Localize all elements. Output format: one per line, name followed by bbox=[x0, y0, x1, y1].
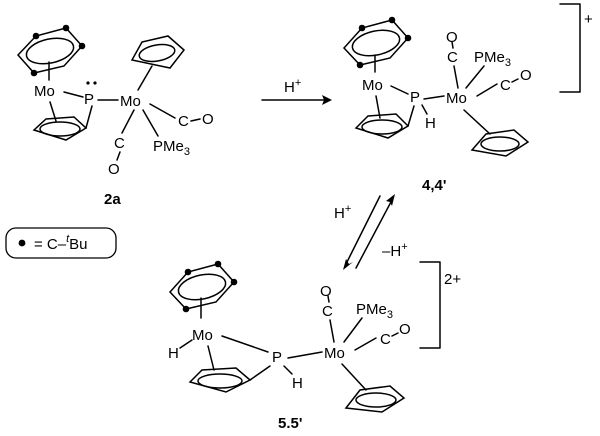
compound-label-2a: 2a bbox=[104, 191, 121, 208]
charge-label-44: + bbox=[584, 11, 593, 28]
cp-ring-44-bottom bbox=[470, 129, 530, 157]
pme3-label: PMe3 bbox=[356, 301, 393, 321]
charge-bracket bbox=[419, 261, 441, 349]
tbu-dot bbox=[62, 24, 70, 32]
tbu-dot bbox=[30, 69, 38, 77]
carbonyl-c: C bbox=[500, 77, 511, 94]
legend-box: = C–tBu bbox=[5, 227, 117, 259]
compound-44-structure: Mo P H Mo C O PMe3 C O + bbox=[342, 3, 593, 157]
arene-inner-ring-55 bbox=[177, 273, 227, 301]
mo-atom: Mo bbox=[192, 327, 213, 344]
tbu-dot bbox=[184, 268, 192, 276]
p-atom: P bbox=[272, 349, 282, 366]
tbu-dot bbox=[356, 61, 364, 69]
cp-inner-ring-44 bbox=[361, 119, 403, 135]
mo-atom: Mo bbox=[34, 83, 55, 100]
protonation-arrow: H+ bbox=[261, 77, 332, 105]
carbonyl-o: O bbox=[202, 111, 214, 128]
charge-bracket bbox=[559, 3, 581, 93]
cp-inner-ring-44-bottom bbox=[480, 136, 520, 152]
legend-dot bbox=[18, 239, 26, 247]
mo-atom: Mo bbox=[120, 93, 141, 110]
lone-pair-dot bbox=[86, 81, 90, 85]
legend-frame bbox=[5, 227, 117, 259]
compound-label-44: 4,4' bbox=[422, 177, 446, 194]
carbonyl-c: C bbox=[447, 49, 458, 66]
tbu-dot bbox=[358, 24, 366, 32]
cp-ring-44 bbox=[354, 113, 410, 139]
carbonyl-o: O bbox=[320, 283, 332, 300]
compound-label-55: 5.5' bbox=[278, 415, 302, 432]
equilibrium-reverse-label: –H+ bbox=[382, 241, 408, 260]
tbu-dot bbox=[182, 305, 190, 313]
mo-atom: Mo bbox=[362, 77, 383, 94]
carbonyl-c: C bbox=[380, 331, 391, 348]
p-hydrogen: H bbox=[292, 375, 303, 392]
mo-hydrogen: H bbox=[168, 345, 179, 362]
carbonyl-c: C bbox=[114, 135, 125, 152]
cp-ring-55-bottom bbox=[344, 385, 406, 413]
p-atom: P bbox=[84, 91, 94, 108]
mo-atom: Mo bbox=[446, 90, 467, 107]
cp-ring-55 bbox=[188, 367, 252, 393]
tbu-dot bbox=[78, 42, 86, 50]
p-hydrogen: H bbox=[425, 115, 436, 132]
pme3-label: PMe3 bbox=[153, 138, 190, 158]
equilibrium-arrows: H+ –H+ bbox=[334, 194, 408, 270]
tbu-dot bbox=[32, 32, 40, 40]
compound-2a-structure: Mo P Mo C O PMe3 C O bbox=[16, 24, 214, 178]
carbonyl-o: O bbox=[399, 321, 411, 338]
carbonyl-o: O bbox=[108, 161, 120, 178]
carbonyl-o: O bbox=[446, 29, 458, 46]
tbu-dot bbox=[214, 260, 222, 268]
cp-inner-ring-55 bbox=[197, 373, 243, 389]
cp-inner-ring-2a bbox=[39, 121, 81, 137]
tbu-dot bbox=[388, 16, 396, 24]
mo-atom: Mo bbox=[324, 345, 345, 362]
carbonyl-c: C bbox=[178, 113, 189, 130]
p-atom: P bbox=[410, 89, 420, 106]
cp-inner-ring-55-bottom bbox=[355, 392, 397, 408]
arene-inner-ring-2a bbox=[25, 37, 75, 65]
compound-55-structure: Mo H P H Mo C O PMe3 C O 2+ bbox=[168, 260, 461, 413]
cp-inner-ring-2a-top bbox=[138, 43, 176, 63]
legend-text: = C–tBu bbox=[34, 233, 88, 253]
carbonyl-c: C bbox=[322, 303, 333, 320]
tbu-dot bbox=[230, 278, 238, 286]
arrow-reagent-label: H+ bbox=[284, 77, 301, 96]
carbonyl-o: O bbox=[520, 67, 532, 84]
tbu-dot bbox=[404, 34, 412, 42]
cp-ring-2a bbox=[32, 116, 88, 141]
charge-label-55: 2+ bbox=[444, 271, 461, 288]
equilibrium-forward-label: H+ bbox=[334, 203, 351, 222]
pme3-label: PMe3 bbox=[474, 49, 511, 69]
cp-ring-2a-top bbox=[130, 35, 186, 69]
lone-pair-dot bbox=[93, 81, 97, 85]
arene-inner-ring-44 bbox=[351, 29, 401, 57]
